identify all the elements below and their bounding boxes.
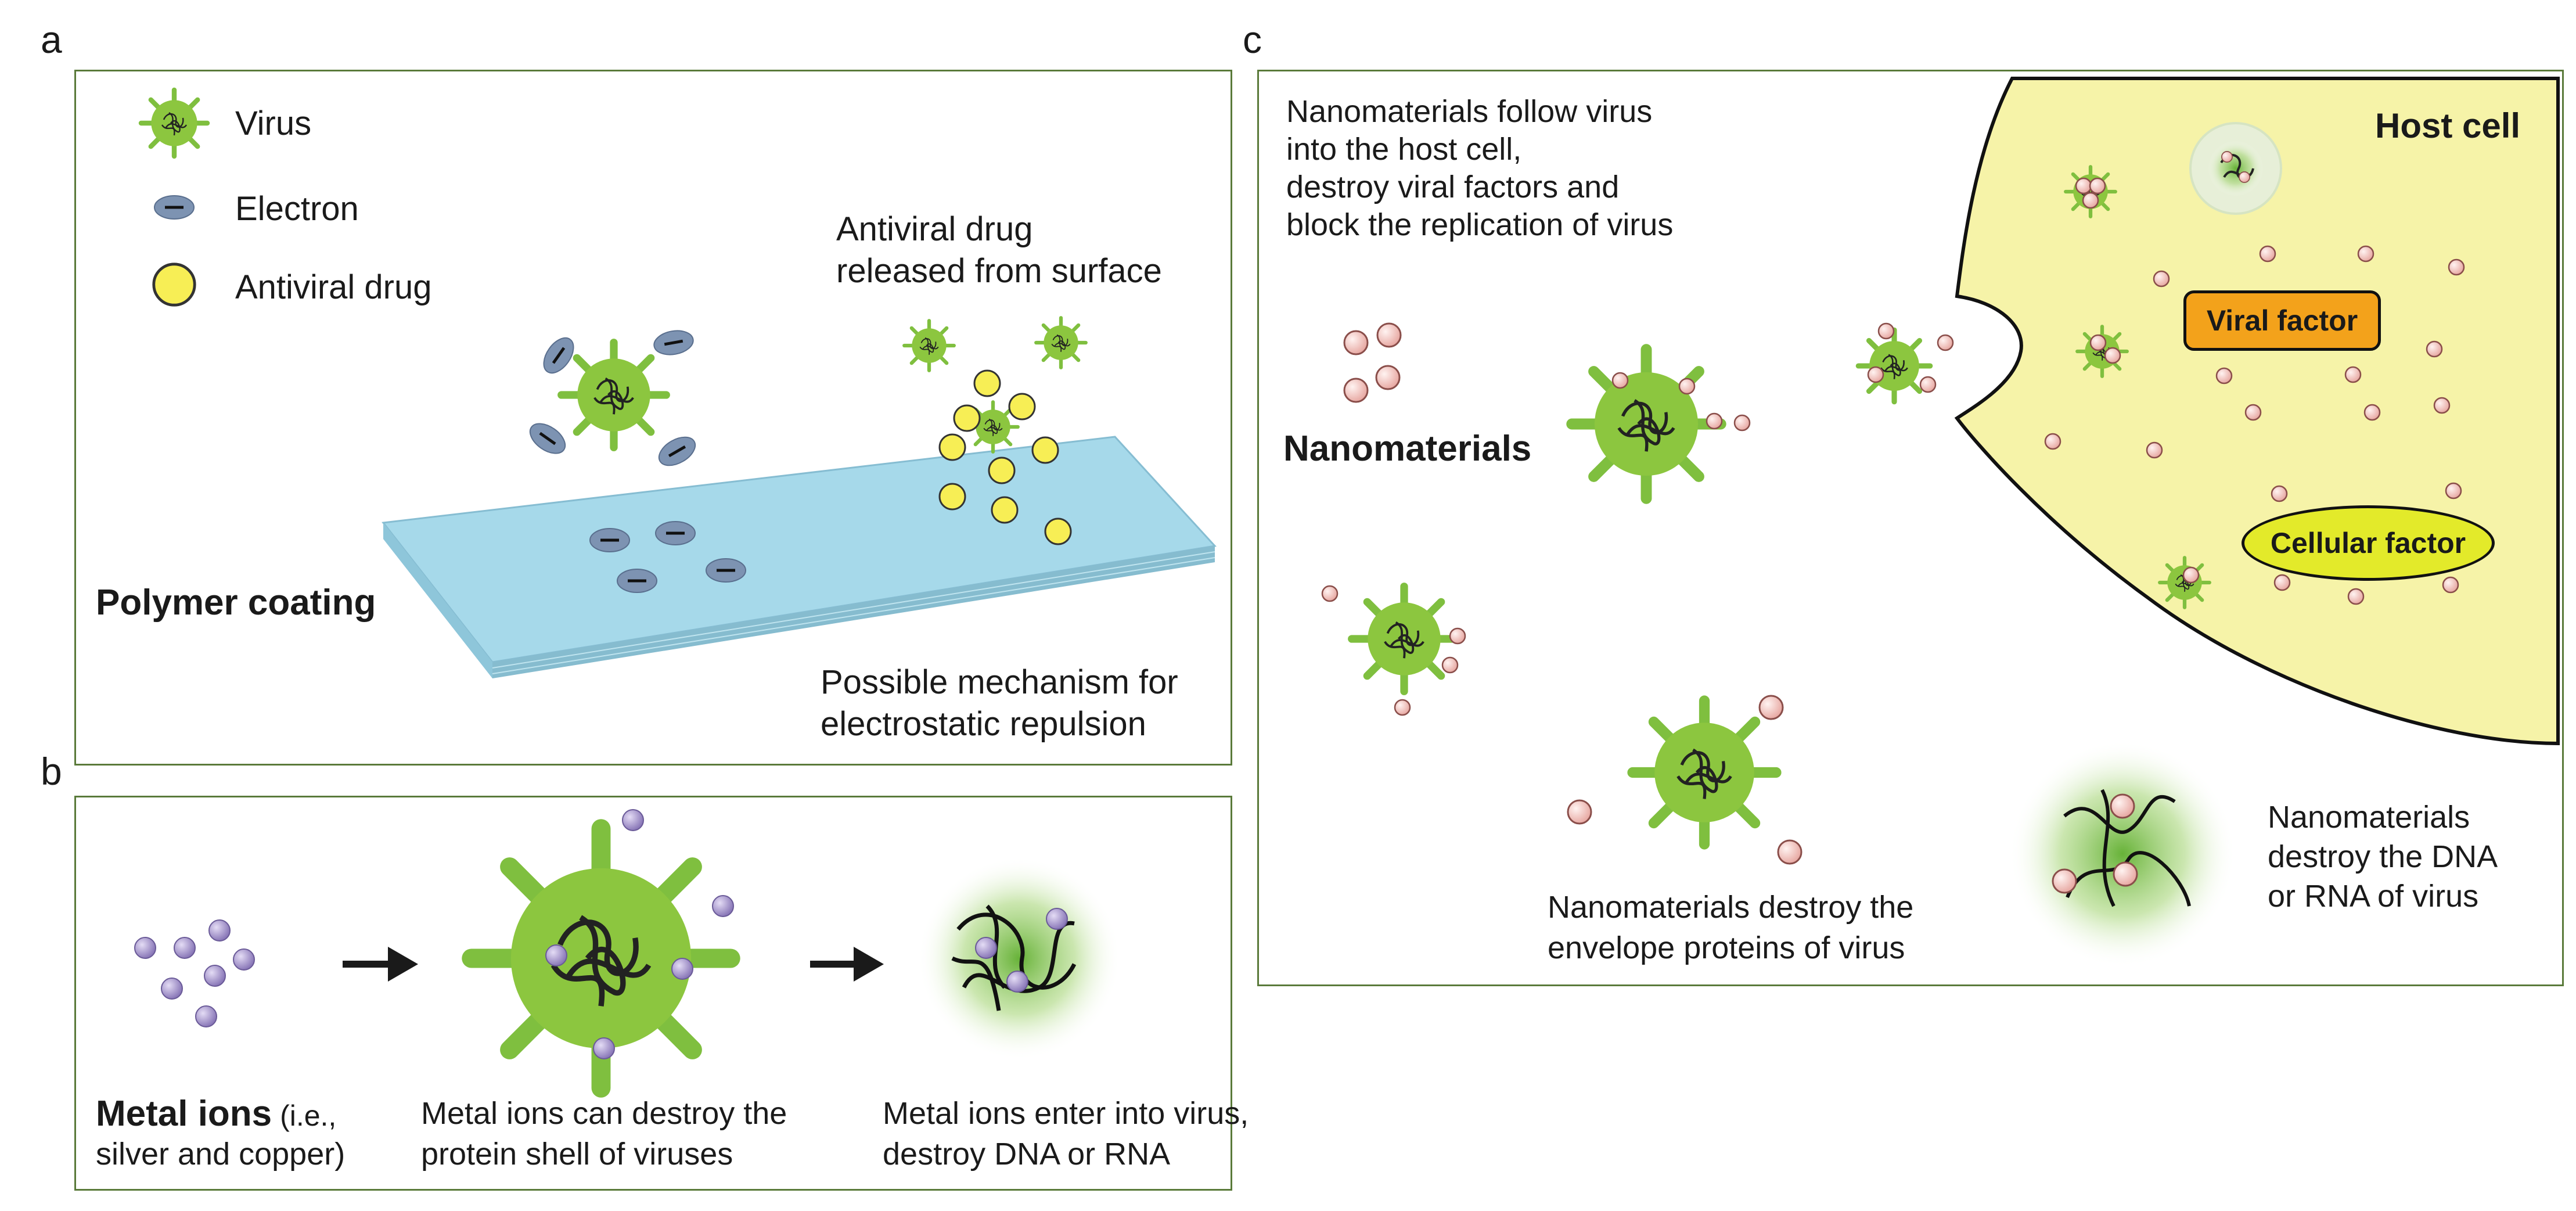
drug-release-label-2: released from surface [836, 252, 1162, 290]
nano-bound-virus [1572, 350, 1721, 499]
viral-factor-box: Viral factor [2183, 290, 2381, 351]
metal-ions-suffix: (i.e., [272, 1099, 337, 1132]
surface-electron [706, 559, 746, 582]
repelled-virus [562, 343, 667, 448]
nanomaterials-label: Nanomaterials [1283, 429, 1532, 469]
drug-particle [1044, 518, 1072, 545]
entering-virus [1858, 330, 1930, 402]
nanomaterial-cluster [1343, 322, 1402, 403]
free-electron [652, 328, 695, 357]
shell-label-2: protein shell of viruses [421, 1137, 733, 1172]
cellular-factor-ellipse: Cellular factor [2242, 505, 2495, 581]
drug-particle [991, 496, 1019, 524]
metal-ions-label-2: silver and copper) [96, 1137, 346, 1172]
destroyed-virus-core [918, 857, 1121, 1060]
legend-electron-icon [154, 196, 194, 219]
drug-particle [953, 404, 981, 432]
surface-electron [590, 529, 629, 552]
follow-label-4: block the replication of virus [1286, 207, 1674, 242]
destroyed-dna-core [2009, 741, 2236, 967]
shell-label-1: Metal ions can destroy the [421, 1096, 787, 1131]
drug-release-label-1: Antiviral drug [836, 210, 1033, 248]
mechanism-label-2: electrostatic repulsion [821, 705, 1146, 743]
envelope-label-2: envelope proteins of virus [1548, 930, 1905, 965]
dna-label-1: Nanomaterials [2268, 800, 2470, 835]
drug-particle [988, 457, 1016, 484]
panel-c-letter: c [1243, 18, 1262, 61]
host-virus [2160, 558, 2210, 608]
metal-ions-title: Metal ions [96, 1094, 272, 1134]
envelope-virus [1633, 701, 1776, 845]
polymer-coating-label: Polymer coating [96, 583, 376, 623]
enter-label-1: Metal ions enter into virus, [883, 1096, 1249, 1131]
follow-label-3: destroy viral factors and [1286, 170, 1620, 204]
legend-drug-icon [154, 264, 195, 305]
drug-particle [1008, 393, 1036, 421]
free-electron [525, 418, 571, 459]
envelope-label-1: Nanomaterials destroy the [1548, 890, 1914, 925]
legend-virus-label: Virus [235, 105, 312, 142]
mechanism-label-1: Possible mechanism for [821, 663, 1178, 701]
free-electron [538, 333, 580, 379]
panel-b-letter: b [41, 750, 62, 793]
host-virus [2066, 167, 2116, 217]
metal-ions-label: Metal ions (i.e., [96, 1092, 336, 1136]
drug-virus [904, 321, 954, 371]
follow-label-2: into the host cell, [1286, 132, 1522, 167]
nano-bound-virus [1352, 587, 1457, 692]
follow-label-1: Nanomaterials follow virus [1286, 94, 1653, 129]
metal-ion-cluster [134, 919, 255, 1027]
drug-particle [1031, 436, 1059, 464]
polymer-coating-slab [382, 436, 1217, 678]
dna-label-2: destroy the DNA [2268, 839, 2498, 874]
surface-electron [656, 522, 695, 545]
arrow-right-icon [810, 947, 884, 982]
legend-drug-label: Antiviral drug [235, 268, 432, 306]
host-cell-label: Host cell [2375, 106, 2521, 145]
drug-virus [1036, 318, 1086, 368]
legend-virus-icon [141, 90, 207, 156]
surface-electron [617, 569, 657, 592]
drug-particle [938, 483, 966, 511]
dna-label-3: or RNA of virus [2268, 879, 2479, 914]
arrow-right-icon [343, 947, 418, 982]
host-glow-virus [2189, 122, 2282, 215]
drug-particle [938, 433, 966, 461]
legend-electron-label: Electron [235, 190, 359, 228]
free-electron [654, 432, 700, 472]
enter-label-2: destroy DNA or RNA [883, 1137, 1171, 1172]
drug-particle [973, 369, 1001, 397]
panel-a-letter: a [41, 18, 62, 61]
